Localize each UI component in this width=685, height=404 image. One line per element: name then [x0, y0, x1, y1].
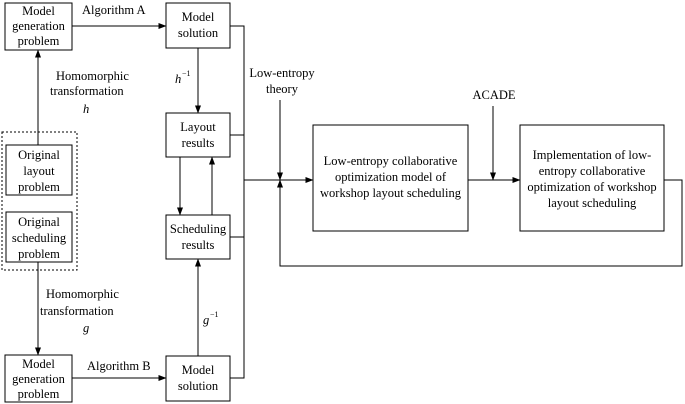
original-layout-line2: layout: [23, 164, 55, 178]
layout-results-box: Layout results: [165, 112, 231, 158]
homomorphic-bottom-line1: Homomorphic: [46, 287, 119, 301]
model-gen-top-line2: generation: [12, 19, 66, 33]
low-entropy-model-box: Low-entropy collaborative optimization m…: [312, 124, 469, 232]
model-generation-top-box: Model generation problem: [4, 2, 73, 51]
original-scheduling-line2: scheduling: [12, 231, 67, 245]
low-entropy-theory-line2: theory: [266, 82, 299, 96]
original-scheduling-line1: Original: [18, 215, 60, 229]
model-solution-top-box: Model solution: [165, 2, 231, 49]
low-entropy-model-line3: workshop layout scheduling: [320, 186, 462, 200]
g-symbol: g: [83, 321, 89, 335]
original-problems-group: [1, 131, 78, 271]
scheduling-results-box: Scheduling results: [165, 214, 231, 260]
g-inverse-label: g: [203, 313, 209, 327]
model-gen-bottom-line2: generation: [12, 372, 66, 386]
original-layout-line3: problem: [18, 180, 60, 194]
low-entropy-model-line2: optimization model of: [335, 170, 447, 184]
low-entropy-model-line1: Low-entropy collaborative: [324, 154, 458, 168]
model-solution-top-line2: solution: [178, 26, 219, 40]
h-symbol: h: [83, 102, 89, 116]
implementation-line4: layout scheduling: [548, 196, 637, 210]
model-gen-bottom-line1: Model: [22, 357, 55, 371]
model-gen-bottom-line3: problem: [18, 387, 60, 401]
layout-results-line2: results: [182, 136, 215, 150]
original-scheduling-line3: problem: [18, 247, 60, 261]
homomorphic-top-line1: Homomorphic: [56, 69, 129, 83]
original-layout-line1: Original: [18, 148, 60, 162]
model-solution-bottom-line2: solution: [178, 379, 219, 393]
model-solution-bottom-line1: Model: [182, 363, 215, 377]
model-solution-top-line1: Model: [182, 10, 215, 24]
homomorphic-top-line2: transformation: [50, 84, 124, 98]
implementation-line1: Implementation of low-: [533, 148, 652, 162]
homomorphic-bottom-line2: transformation: [40, 304, 114, 318]
g-inverse-exponent: −1: [210, 310, 219, 319]
layout-results-line1: Layout: [180, 120, 216, 134]
model-gen-top-line3: problem: [18, 34, 60, 48]
bus-from-model-solution-top: [230, 25, 245, 379]
model-generation-bottom-box: Model generation problem: [4, 354, 73, 403]
scheduling-results-line2: results: [182, 238, 215, 252]
model-solution-bottom-box: Model solution: [165, 355, 231, 402]
original-scheduling-box: Original scheduling problem: [5, 211, 73, 263]
h-inverse-exponent: −1: [182, 69, 191, 78]
implementation-box: Implementation of low- entropy collabora…: [519, 124, 665, 232]
implementation-line2: entropy collaborative: [539, 164, 646, 178]
feedback-loop: [277, 179, 683, 267]
low-entropy-theory-line1: Low-entropy: [249, 66, 315, 80]
implementation-line3: optimization of workshop: [527, 180, 656, 194]
algorithm-b-label: Algorithm B: [87, 359, 151, 373]
h-inverse-label: h: [175, 72, 181, 86]
scheduling-results-line1: Scheduling: [170, 222, 227, 236]
algorithm-a-label: Algorithm A: [82, 3, 146, 17]
model-gen-top-line1: Model: [22, 4, 55, 18]
acade-label: ACADE: [472, 88, 515, 102]
original-layout-box: Original layout problem: [5, 144, 73, 196]
